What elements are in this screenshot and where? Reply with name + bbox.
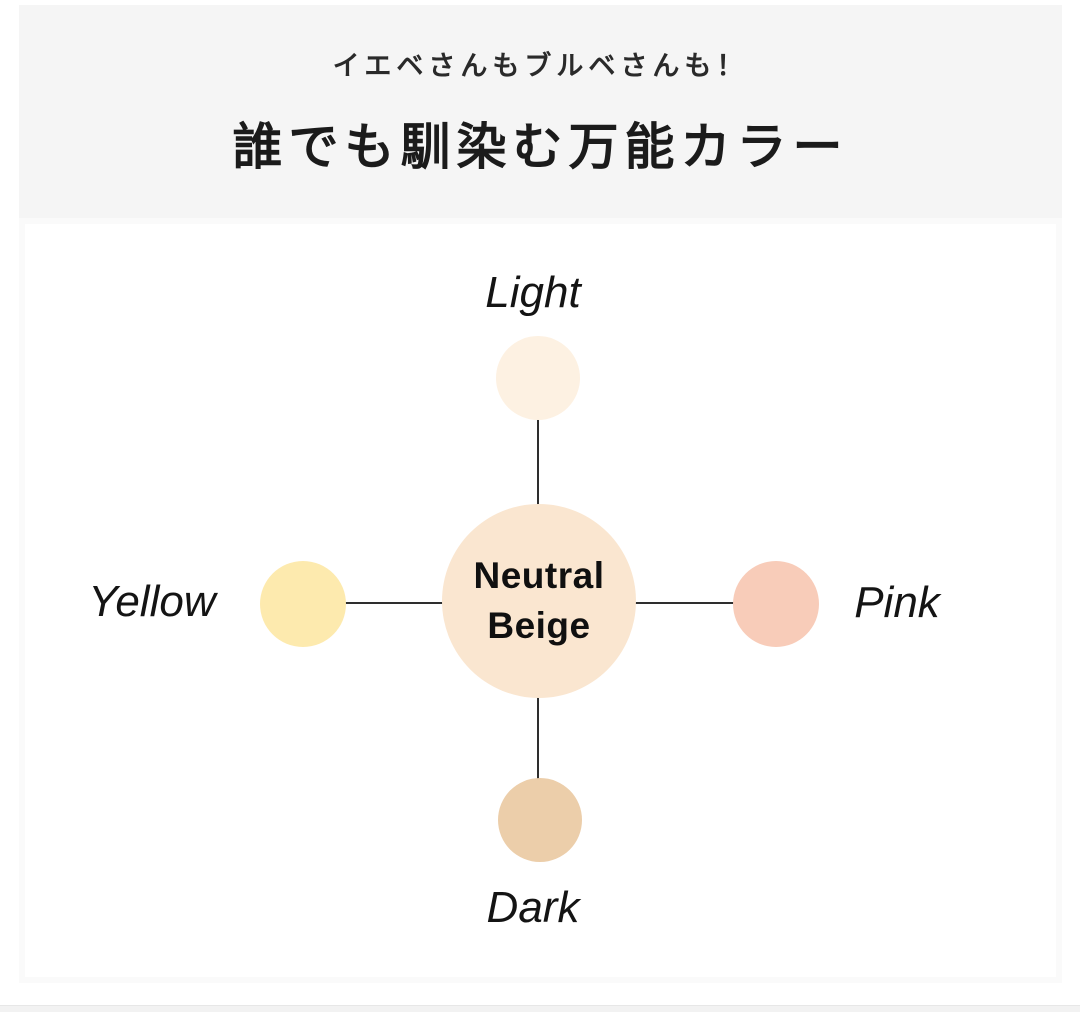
color-diagram: Neutral Beige Light Yellow Pink Dark — [19, 218, 1062, 983]
promo-card: イエベさんもブルベさんも！ 誰でも馴染む万能カラー Neutral Beige … — [19, 5, 1062, 983]
next-section-edge — [0, 1005, 1080, 1012]
header-title: 誰でも馴染む万能カラー — [232, 119, 849, 175]
header-banner: イエベさんもブルベさんも！ 誰でも馴染む万能カラー — [19, 5, 1062, 218]
node-pink-swatch — [733, 561, 819, 647]
node-label-dark: Dark — [486, 883, 580, 932]
node-dark-swatch — [498, 778, 582, 862]
node-light-swatch — [496, 336, 580, 420]
header-subtitle: イエベさんもブルベさんも！ — [332, 51, 749, 81]
node-yellow-swatch — [260, 561, 346, 647]
center-node-neutral-beige: Neutral Beige — [442, 504, 636, 698]
node-label-light: Light — [485, 268, 581, 317]
center-node-label: Neutral Beige — [473, 555, 605, 646]
node-label-yellow: Yellow — [88, 577, 216, 626]
node-label-pink: Pink — [854, 578, 940, 627]
